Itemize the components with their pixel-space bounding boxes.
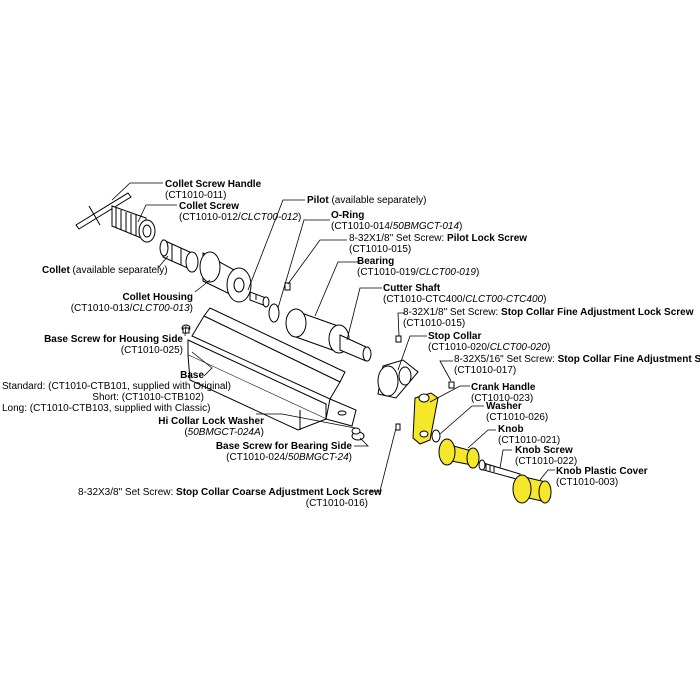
knob-part [438,438,480,469]
label-collet-housing: Collet Housing (CT1010-013/CLCT00-013) [70,292,193,314]
label-collet: Collet (available separately) [42,265,168,276]
label-base-screw-bearing-side: Base Screw for Bearing Side (CT1010-024/… [215,441,352,463]
label-knob-screw: Knob Screw (CT1010-022) [515,445,578,467]
label-bearing: Bearing (CT1010-019/CLCT00-019) [357,256,480,278]
collet-screw-part [111,205,156,243]
o-ring-part [268,303,280,323]
label-stop-collar: Stop Collar (CT1010-020/CLCT00-020) [428,331,551,353]
label-fine-adjustment-lock-screw: 8-32X1/8" Set Screw: Stop Collar Fine Ad… [403,307,694,329]
collet-screw-handle-part [75,192,132,230]
label-coarse-adjustment-lock-screw: 8-32X3/8" Set Screw: Stop Collar Coarse … [78,487,382,509]
crank-handle-body [412,392,439,445]
label-crank-handle: Crank Handle (CT1010-023) [471,382,536,404]
knob-screw-part [478,459,521,481]
label-collet-screw: Collet Screw (CT1010-012/CLCT00-012) [179,201,302,223]
label-base-screw-housing-side: Base Screw for Housing Side (CT1010-025) [44,334,183,356]
label-knob: Knob (CT1010-021) [498,424,561,446]
pilot-lock-screw-part [284,282,291,291]
knob-plastic-cover-part [512,474,552,504]
label-cutter-shaft: Cutter Shaft (CT1010-CTC400/CLCT00-CTC40… [383,283,547,305]
label-pilot-lock-screw: 8-32X1/8" Set Screw: Pilot Lock Screw (C… [349,233,528,255]
washer-part [431,429,441,443]
stop-collar-part [377,335,455,431]
collet-housing-part [199,251,252,303]
label-hi-collar-lock-washer: Hi Collar Lock Washer (50BMGCT-024A) [158,416,264,438]
pilot-part [249,291,270,308]
label-o-ring: O-Ring (CT1010-014/50BMGCT-014) [331,210,463,232]
bearing-and-cutter-shaft-part [285,308,372,362]
label-base: Base Standard: (CT1010-CTB101, supplied … [2,370,231,414]
label-fine-adjustment-screw: 8-32X5/16" Set Screw: Stop Collar Fine A… [454,354,700,376]
leader-lines [111,182,555,492]
label-collet-screw-handle: Collet Screw Handle (CT1010-011) [165,179,262,201]
label-knob-plastic-cover: Knob Plastic Cover (CT1010-003) [556,466,648,488]
collet-part [159,239,199,273]
crank-handle-part [412,392,439,445]
base-part [187,307,357,431]
label-washer: Washer (CT1010-026) [486,401,549,423]
label-pilot: Pilot (available separately) [307,195,427,206]
